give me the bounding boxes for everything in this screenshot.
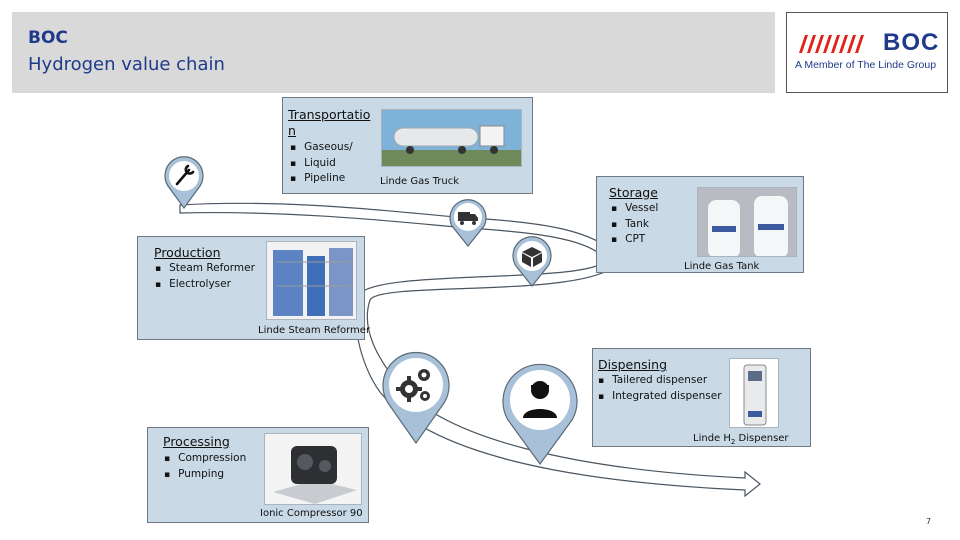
ionic-compressor-photo	[264, 433, 362, 505]
dispensing-list: Tailered dispenser Integrated dispenser	[598, 373, 722, 405]
page-number: 7	[926, 517, 932, 526]
logo-stripes-icon	[799, 35, 864, 53]
processing-caption: Ionic Compressor 90	[260, 508, 363, 519]
gears-pin	[382, 351, 450, 445]
truck-pin	[449, 199, 487, 247]
h2-dispenser-photo	[729, 358, 779, 428]
processing-list: Compression Pumping	[164, 451, 246, 482]
user-pin	[502, 363, 578, 466]
box-icon	[522, 247, 542, 267]
production-panel: Production Steam Reformer Electrolyser L…	[137, 236, 370, 340]
storage-panel: Storage Vessel Tank CPT Linde Gas Tank	[596, 176, 804, 273]
list-item: Compression	[164, 451, 246, 467]
list-item: Integrated dispenser	[598, 389, 721, 405]
transportation-title-2: n	[288, 123, 296, 138]
gears-icon	[396, 369, 430, 402]
wrench-icon	[175, 164, 195, 186]
list-item: Electrolyser	[155, 277, 255, 293]
boc-logo: BOC A Member of The Linde Group	[786, 12, 948, 93]
list-item: Pumping	[164, 467, 246, 483]
header-company: BOC	[28, 28, 68, 48]
dispensing-title: Dispensing	[598, 357, 668, 372]
transportation-caption: Linde Gas Truck	[380, 176, 460, 187]
logo-wordmark: BOC	[883, 29, 940, 56]
list-item: Pipeline	[290, 171, 353, 187]
wrench-pin	[164, 156, 204, 210]
dispensing-panel: Dispensing Tailered dispenser Integrated…	[592, 348, 811, 447]
steam-reformer-photo	[266, 241, 357, 320]
box-pin	[512, 236, 552, 287]
list-item: Steam Reformer	[155, 261, 255, 277]
storage-list: Vessel Tank CPT	[611, 201, 658, 248]
list-item: CPT	[611, 232, 658, 248]
truck-icon	[458, 212, 478, 225]
processing-title: Processing	[163, 434, 230, 449]
gas-tank-photo	[697, 187, 797, 257]
list-item: Tailered dispenser	[598, 373, 722, 389]
transportation-title-1: Transportatio	[288, 107, 371, 122]
processing-panel: Processing Compression Pumping Ionic Com…	[147, 427, 369, 523]
list-item: Tank	[611, 217, 658, 233]
dispensing-caption: Linde H2 Dispenser	[693, 433, 789, 446]
header-title: Hydrogen value chain	[28, 54, 225, 75]
list-item: Gaseous/	[290, 140, 353, 156]
transportation-list: Gaseous/ Liquid Pipeline	[290, 140, 353, 187]
logo-subtitle: A Member of The Linde Group	[795, 59, 937, 71]
gas-truck-photo	[381, 109, 522, 167]
list-item: Vessel	[611, 201, 658, 217]
user-icon	[523, 381, 557, 418]
storage-title: Storage	[609, 185, 658, 200]
list-item: Liquid	[290, 156, 353, 172]
production-title: Production	[154, 245, 221, 260]
production-caption: Linde Steam Reformer	[258, 325, 371, 336]
header-band	[12, 12, 775, 93]
storage-caption: Linde Gas Tank	[684, 261, 760, 272]
production-list: Steam Reformer Electrolyser	[155, 261, 255, 292]
transportation-panel: Transportatio n Gaseous/ Liquid Pipeline…	[282, 97, 533, 194]
